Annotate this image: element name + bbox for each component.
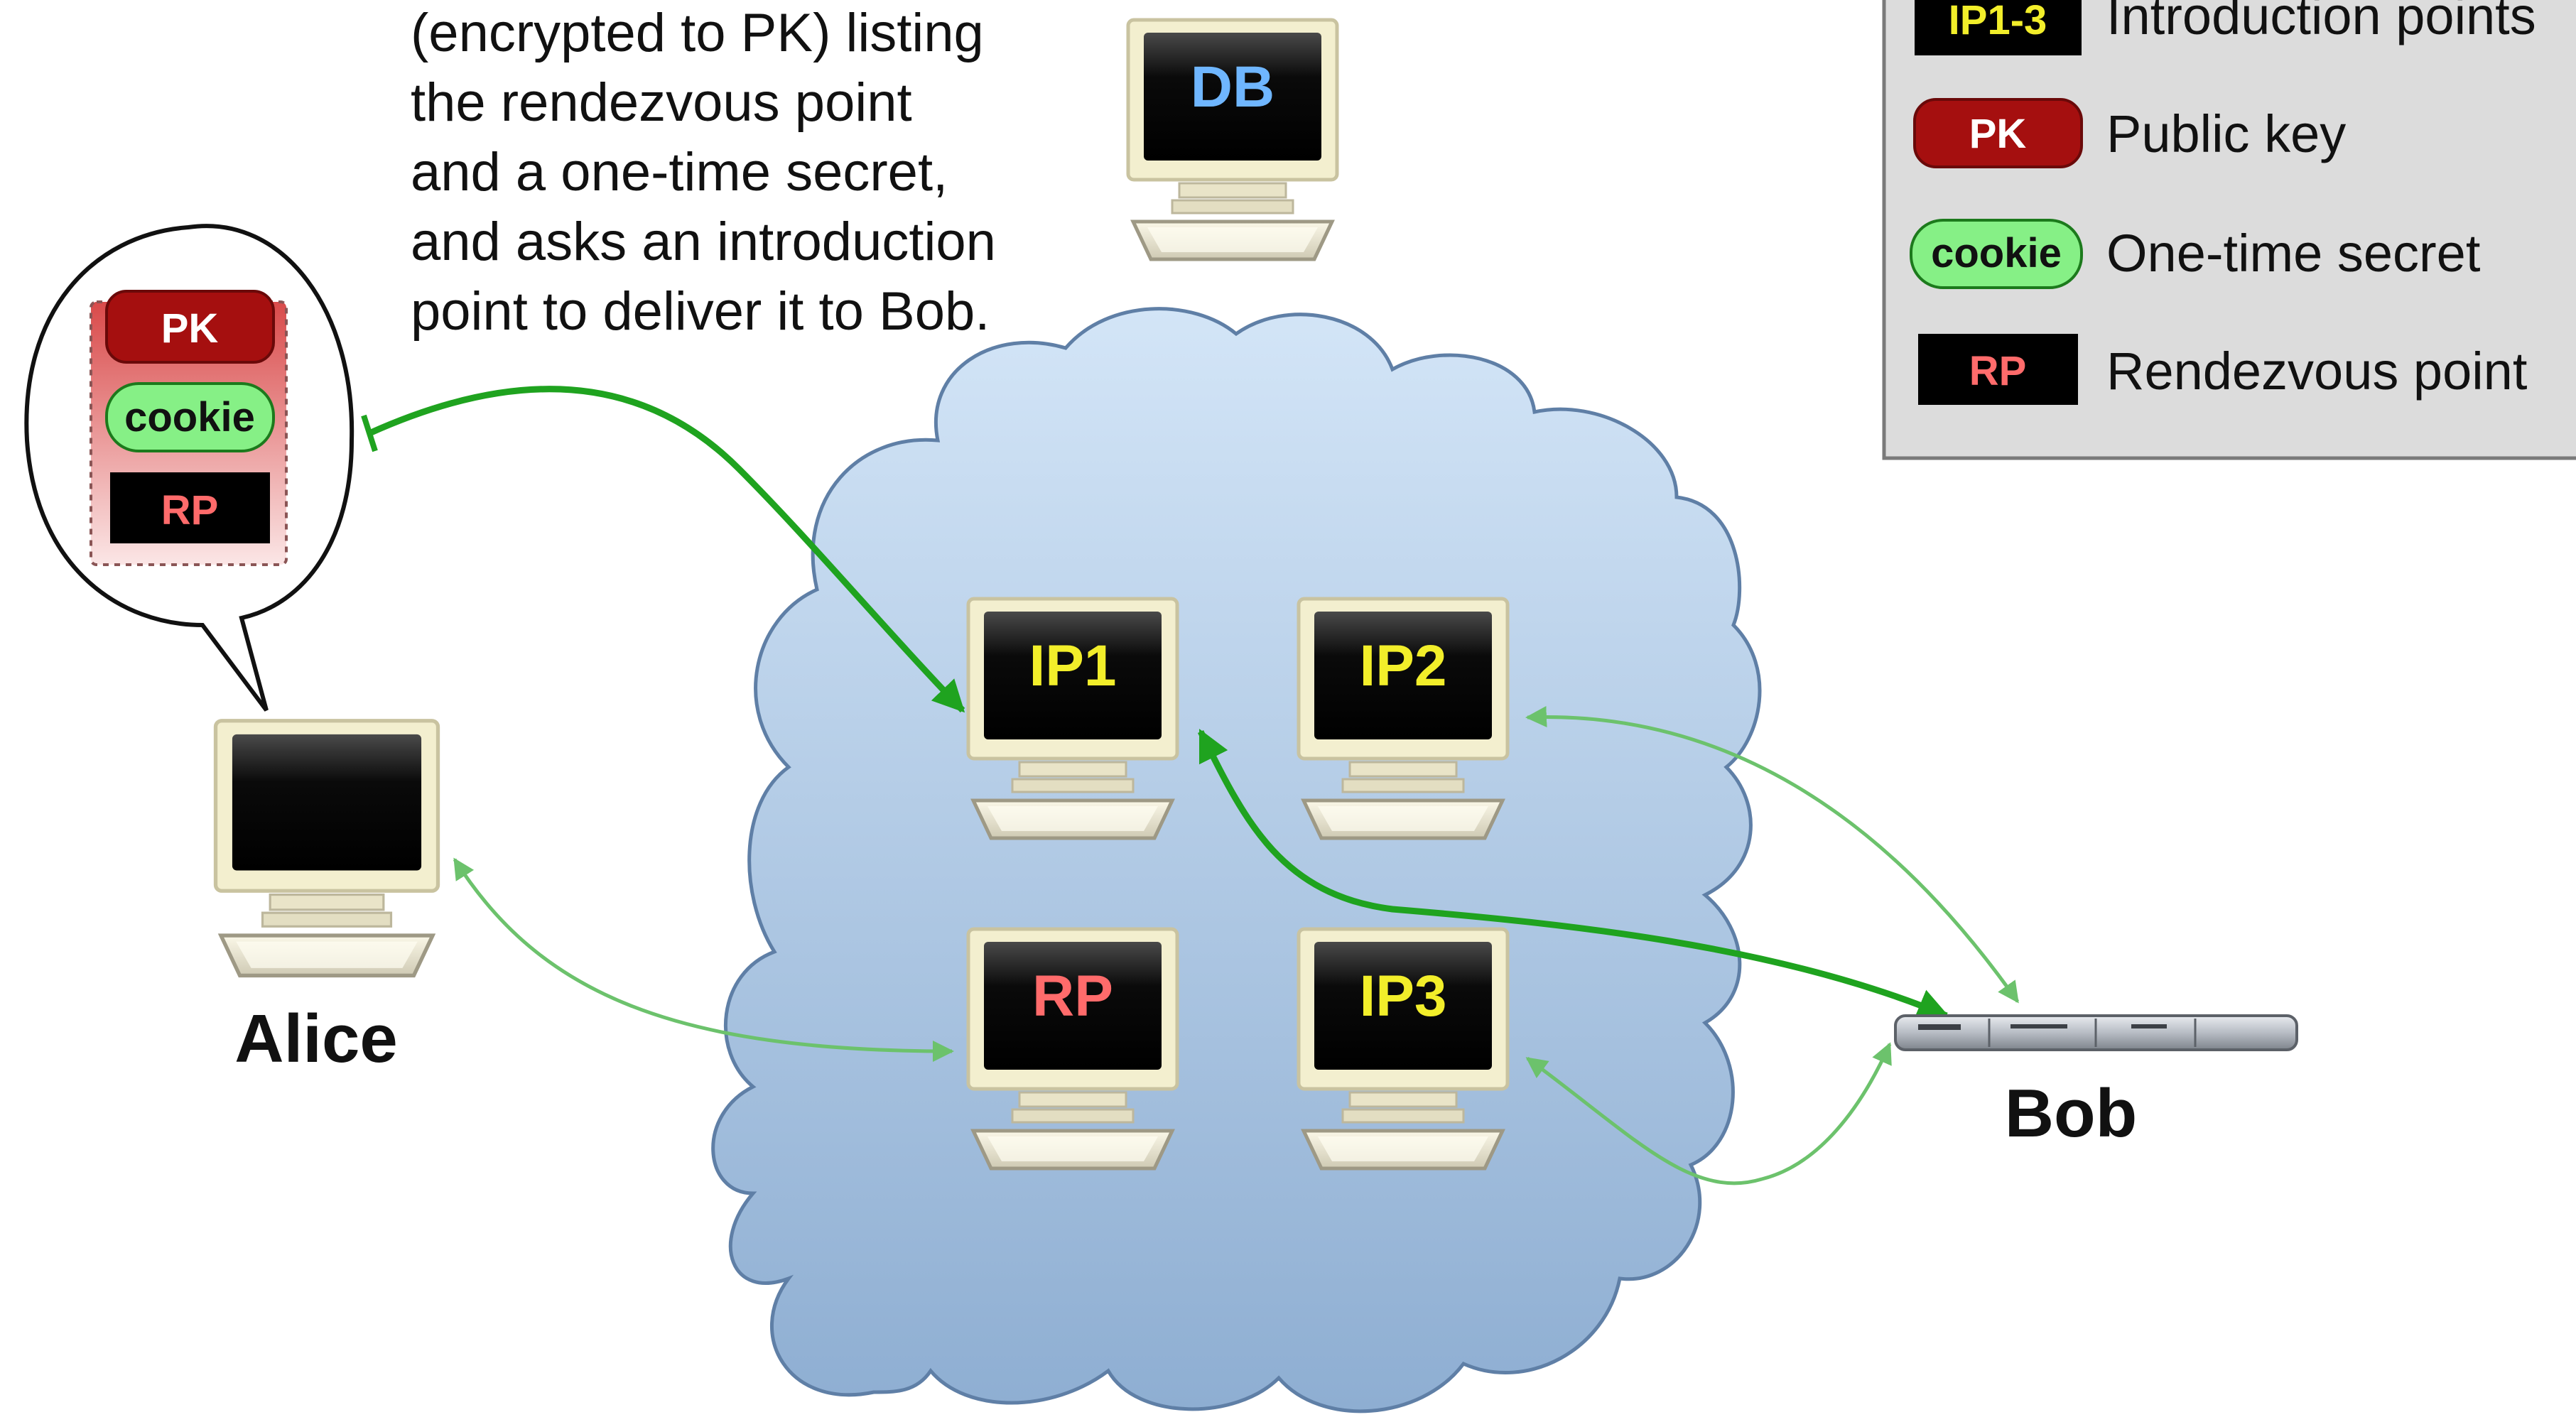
alice-speech-bubble: PK cookie RP bbox=[24, 224, 355, 712]
ip2-computer: IP2 bbox=[1299, 599, 1508, 838]
description-line: and asks an introduction bbox=[411, 212, 996, 272]
legend-ip-badge-text: IP1-3 bbox=[1949, 0, 2047, 43]
tor-network-cloud bbox=[711, 307, 1762, 1413]
bubble-rp-badge bbox=[110, 472, 270, 543]
legend-rp-badge-text: RP bbox=[1969, 348, 2027, 394]
legend-rp-label: Rendezvous point bbox=[2106, 342, 2528, 401]
ip3-computer: IP3 bbox=[1299, 929, 1508, 1168]
description-text: (encrypted to PK) listing the rendezvous… bbox=[411, 3, 996, 342]
arrow-alice-rp bbox=[453, 857, 954, 1062]
arrow-alice-bubble-to-ip1 bbox=[368, 386, 965, 713]
legend-rp-badge bbox=[1918, 334, 2078, 405]
connection-arrows bbox=[361, 386, 2020, 1185]
legend-pk-badge-text: PK bbox=[1969, 111, 2027, 157]
legend-ip-badge bbox=[1915, 0, 2082, 55]
description-line: the rendezvous point bbox=[411, 72, 912, 133]
ip3-label: IP3 bbox=[1359, 964, 1446, 1028]
legend-pk-label: Public key bbox=[2106, 104, 2346, 163]
bubble-cookie-badge bbox=[105, 382, 275, 452]
db-label: DB bbox=[1191, 55, 1275, 119]
rp-label: RP bbox=[1032, 964, 1113, 1028]
legend-cookie-badge-text: cookie bbox=[1931, 230, 2062, 276]
bubble-cookie-text: cookie bbox=[124, 394, 255, 440]
description-line: (encrypted to PK) listing bbox=[411, 3, 984, 63]
bubble-pk-text: PK bbox=[161, 305, 219, 352]
db-computer: DB bbox=[1128, 20, 1337, 259]
alice-label: Alice bbox=[234, 1001, 397, 1077]
legend-cookie-label: One-time secret bbox=[2106, 224, 2481, 283]
legend: IP1-3 Introduction points PK Public key … bbox=[1882, 0, 2576, 460]
bob-label: Bob bbox=[2005, 1075, 2138, 1151]
legend-pk-badge bbox=[1913, 98, 2083, 168]
bob-server: Bob bbox=[1894, 1014, 2298, 1151]
legend-ip-label: Introduction points bbox=[2106, 0, 2536, 45]
legend-cookie-badge bbox=[1910, 219, 2083, 289]
rp-computer: RP bbox=[968, 929, 1177, 1168]
bubble-rp-text: RP bbox=[161, 487, 219, 533]
bubble-pk-badge bbox=[105, 290, 275, 364]
ip1-label: IP1 bbox=[1029, 634, 1116, 698]
arrow-tail-bar bbox=[361, 414, 378, 452]
ip2-label: IP2 bbox=[1359, 634, 1446, 698]
description-line: and a one-time secret, bbox=[411, 142, 948, 202]
description-line: point to deliver it to Bob. bbox=[411, 281, 990, 342]
ip1-computer: IP1 bbox=[968, 599, 1177, 838]
alice-computer: Alice bbox=[216, 721, 438, 1077]
arrow-ip3-bob bbox=[1525, 1042, 1892, 1185]
arrow-ip2-bob bbox=[1525, 706, 2020, 1004]
